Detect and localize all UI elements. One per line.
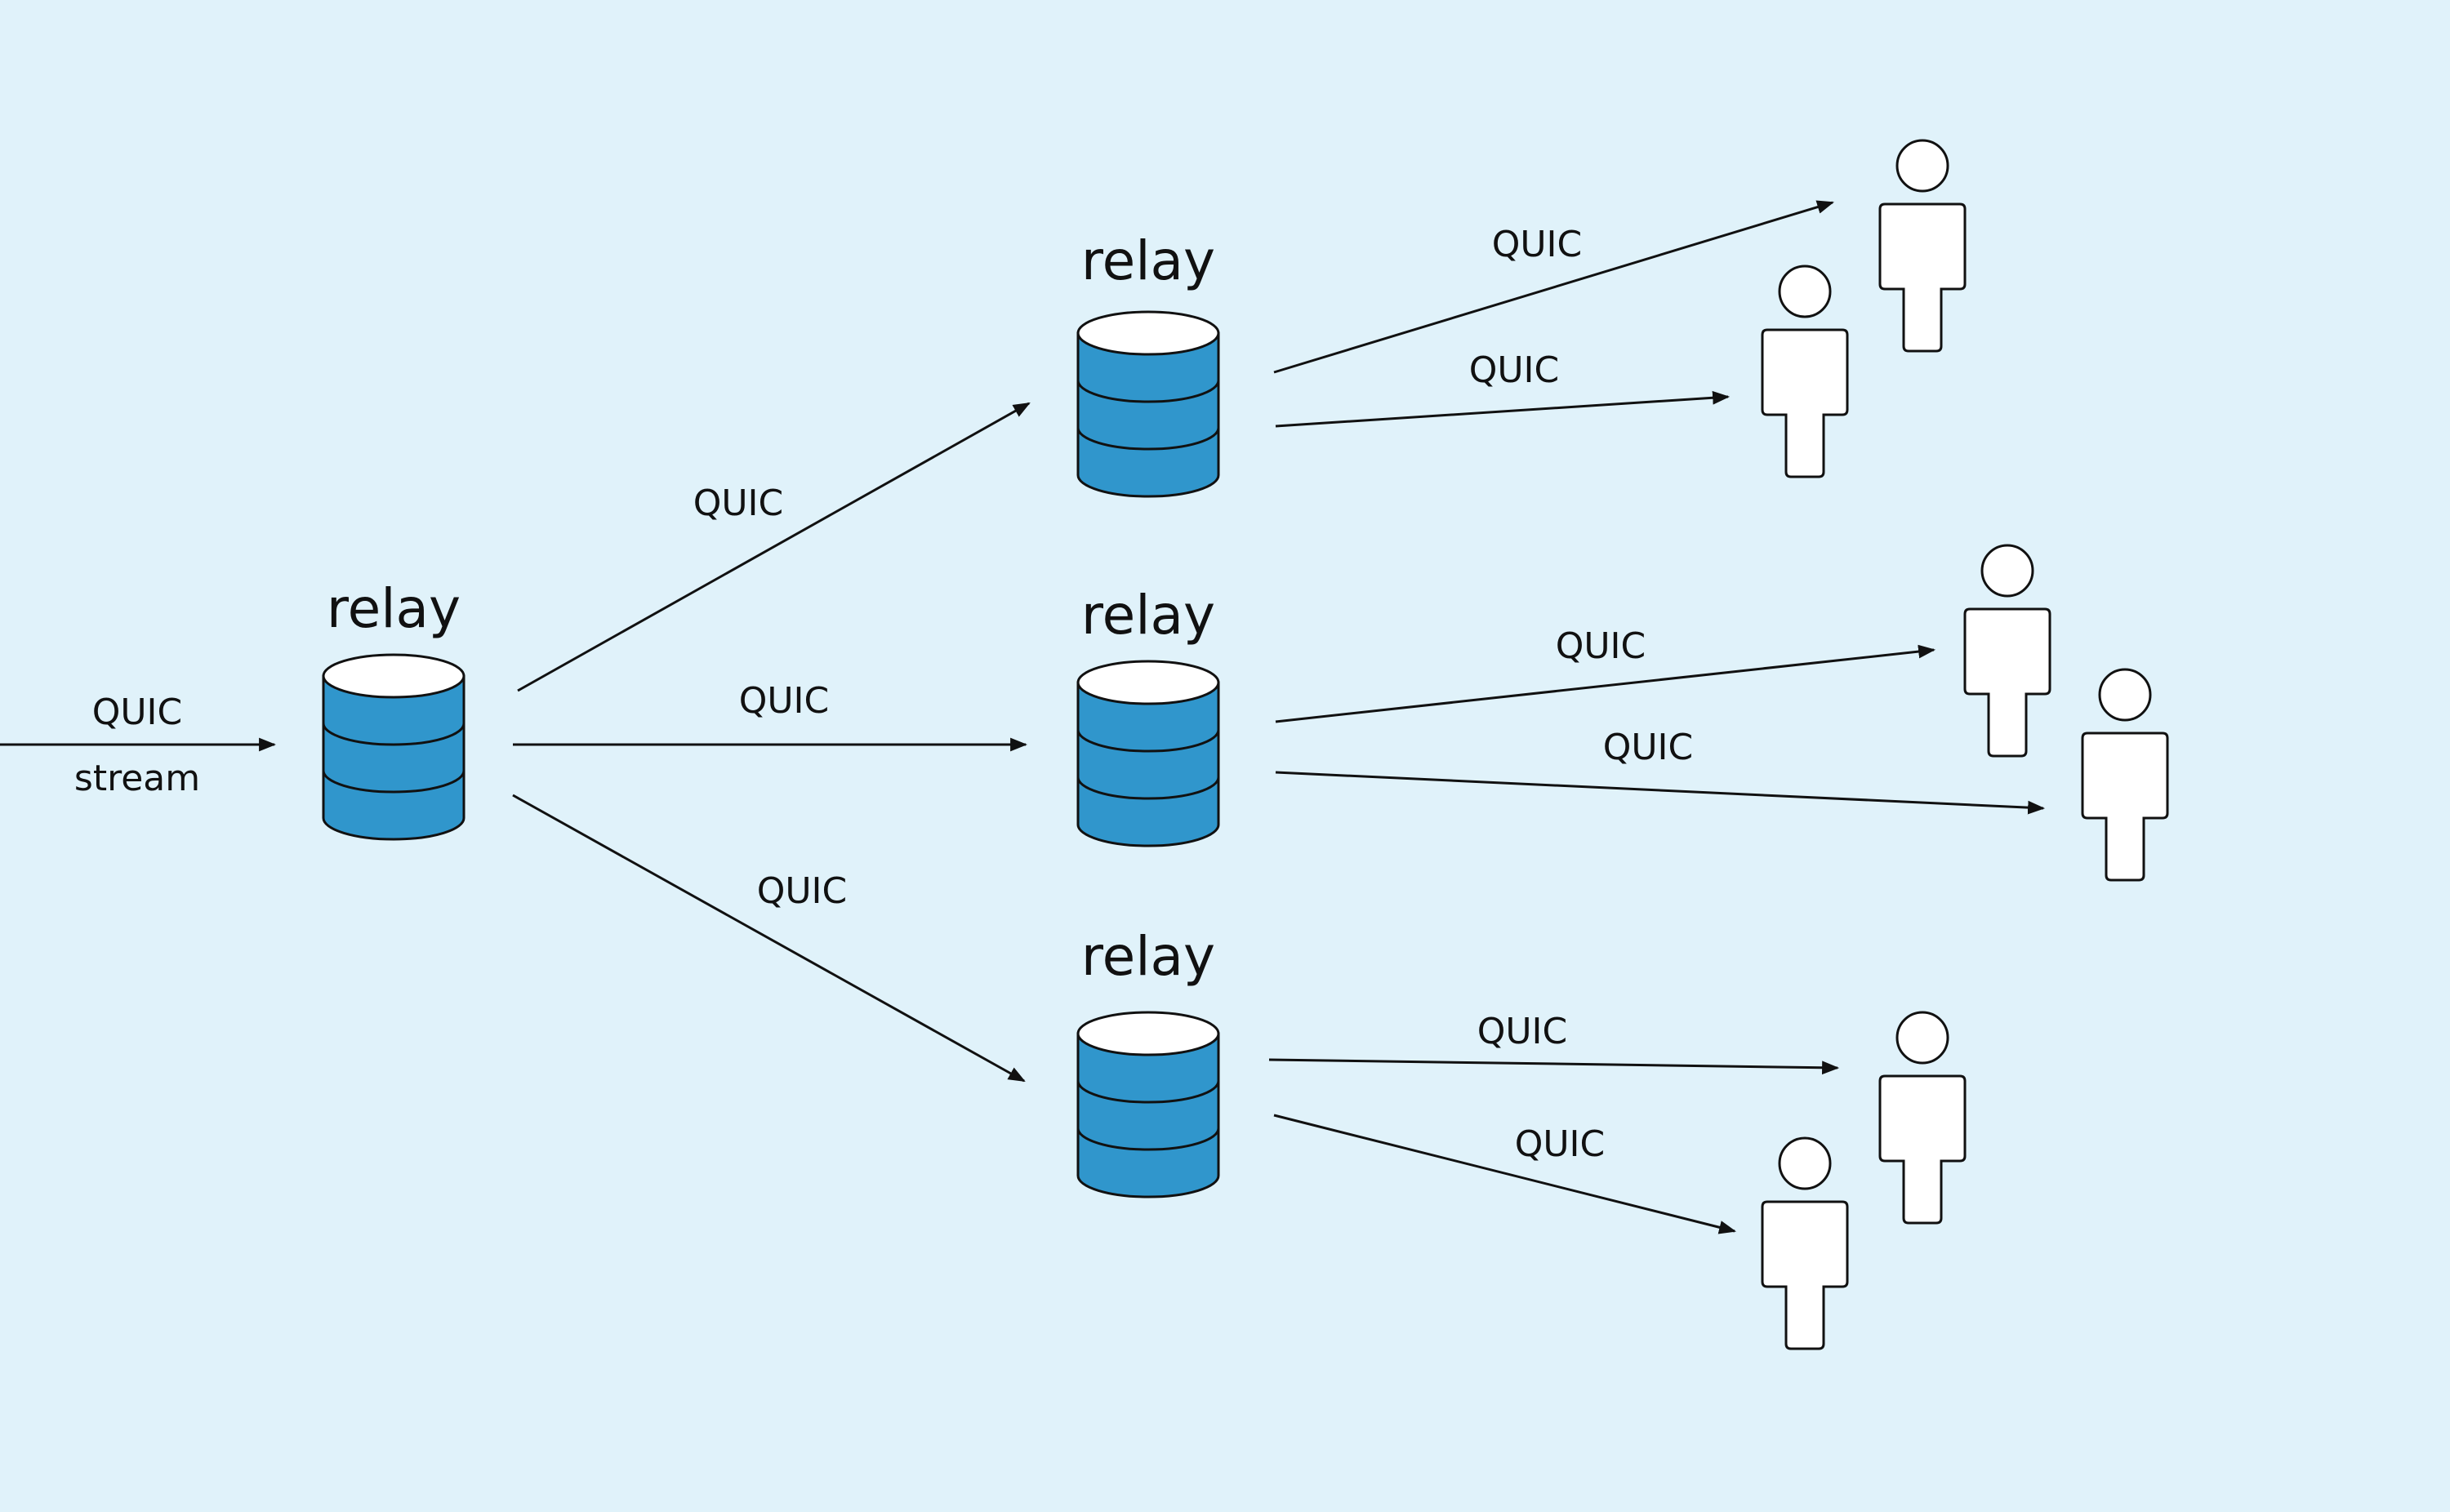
user-4-person-icon [2081, 668, 2169, 882]
edge-middle-user-3: QUIC [1275, 625, 1936, 723]
input-stream-label-top: QUIC [92, 692, 183, 733]
edge-bottom-user-5-label: QUIC [1477, 1011, 1568, 1052]
relay-origin-label: relay [327, 577, 461, 640]
relay-origin-database-icon [322, 653, 466, 841]
database-body [1076, 1032, 1220, 1198]
person-head [2098, 668, 2152, 722]
edge-origin-bottom-arrow [512, 794, 1026, 1083]
edge-top-user-2-arrow [1275, 390, 1731, 428]
edge-origin-top: QUIC [517, 402, 1031, 692]
user-2-person-icon [1761, 265, 1849, 478]
edge-top-user-2-label: QUIC [1469, 349, 1560, 391]
edge-middle-user-4-label: QUIC [1603, 727, 1694, 768]
relay-middle-database-icon [1076, 660, 1220, 847]
person-head [1980, 544, 2034, 598]
database-body [1076, 681, 1220, 847]
database-body [1076, 331, 1220, 498]
database-band-2 [1076, 1127, 1220, 1151]
edge-top-user-1: QUIC [1273, 200, 1835, 374]
database-band-1 [1076, 380, 1220, 403]
input-stream-label-bottom: stream [74, 758, 200, 799]
database-band-1 [1076, 729, 1220, 753]
database-band-2 [1076, 776, 1220, 800]
relay-top-database-icon [1076, 310, 1220, 498]
user-3-person-icon [1963, 544, 2051, 758]
edge-origin-top-label: QUIC [693, 483, 784, 524]
relay-bottom-label: relay [1081, 925, 1215, 988]
person-body [1878, 1074, 1967, 1225]
database-top [1076, 1011, 1220, 1056]
person-body [1878, 202, 1967, 353]
person-body [2081, 732, 2169, 882]
edge-middle-user-4: QUIC [1275, 727, 2046, 815]
person-body [1761, 1200, 1849, 1350]
edge-middle-user-3-arrow [1275, 644, 1936, 723]
person-head [1778, 1136, 1832, 1190]
edge-top-user-2: QUIC [1275, 349, 1731, 428]
edge-origin-bottom-label: QUIC [757, 870, 848, 912]
relay-origin: relay [322, 577, 466, 841]
edge-origin-middle: QUIC [513, 680, 1028, 752]
edge-origin-bottom: QUIC [512, 794, 1026, 1083]
user-1-person-icon [1878, 139, 1967, 353]
person-head [1778, 265, 1832, 318]
user-6-person-icon [1761, 1136, 1849, 1350]
database-band-2 [322, 770, 466, 794]
edge-bottom-user-6: QUIC [1273, 1114, 1737, 1234]
edge-middle-user-3-label: QUIC [1556, 625, 1646, 667]
input-stream: QUIC stream [0, 692, 277, 799]
person-head [1895, 139, 1949, 193]
database-top [1076, 660, 1220, 705]
relay-top: relay [1076, 229, 1220, 498]
edge-top-user-1-arrow [1273, 200, 1835, 374]
edge-middle-user-4-arrow [1275, 771, 2046, 815]
database-top [1076, 310, 1220, 356]
edge-origin-middle-label: QUIC [739, 680, 830, 722]
relay-middle: relay [1076, 584, 1220, 847]
edge-bottom-user-5-arrow [1268, 1058, 1840, 1075]
user-5-person-icon [1878, 1011, 1967, 1225]
database-top [322, 653, 466, 699]
edge-top-user-1-label: QUIC [1492, 224, 1583, 265]
edge-bottom-user-6-label: QUIC [1515, 1123, 1606, 1165]
edge-origin-top-arrow [517, 402, 1031, 692]
relay-top-label: relay [1081, 229, 1215, 292]
database-band-1 [322, 723, 466, 746]
database-band-2 [1076, 427, 1220, 451]
relay-bottom: relay [1076, 925, 1220, 1198]
database-body [322, 674, 466, 841]
database-band-1 [1076, 1080, 1220, 1104]
person-body [1761, 328, 1849, 478]
person-body [1963, 607, 2051, 758]
relay-middle-label: relay [1081, 584, 1215, 647]
edge-bottom-user-5: QUIC [1268, 1011, 1840, 1075]
person-head [1895, 1011, 1949, 1065]
edge-bottom-user-6-arrow [1273, 1114, 1737, 1234]
relay-bottom-database-icon [1076, 1011, 1220, 1198]
